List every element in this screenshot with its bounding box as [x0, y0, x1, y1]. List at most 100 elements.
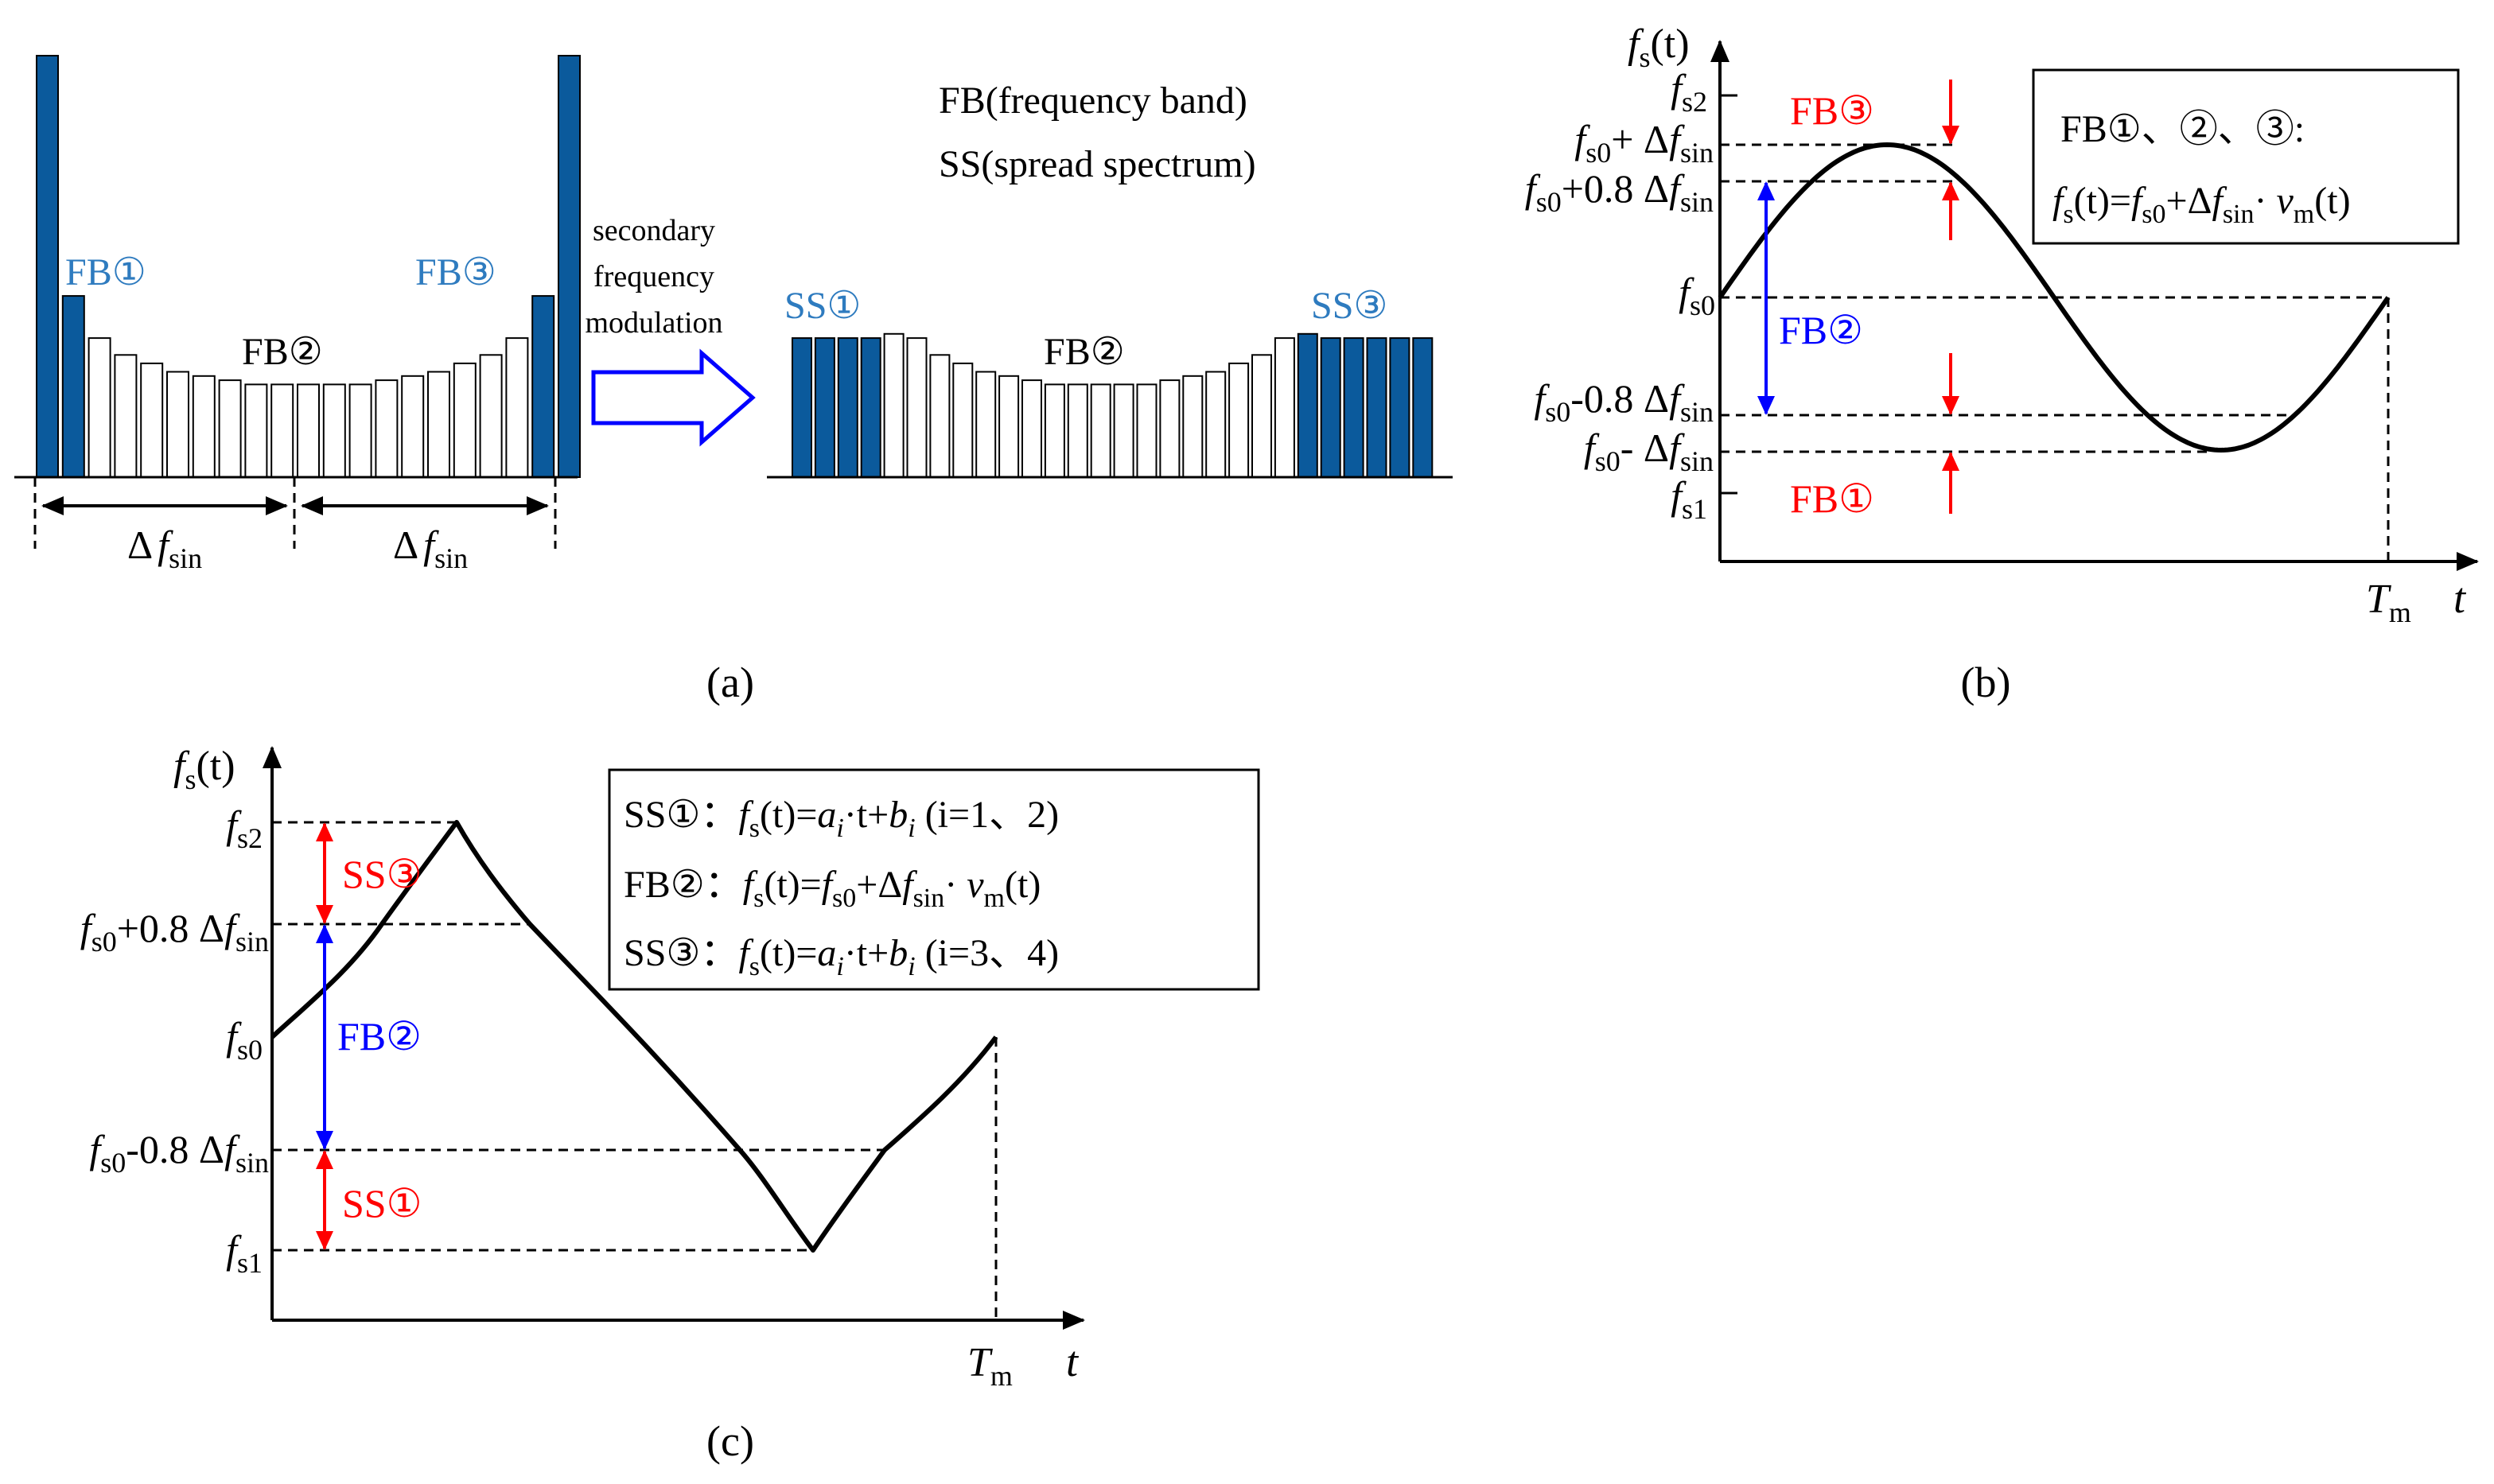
ss1-label-a: SS① — [784, 285, 861, 327]
right-spectrum-bar-14 — [1090, 383, 1111, 478]
left-spectrum-bar-9 — [244, 383, 268, 478]
left-spectrum-bar-18 — [479, 354, 503, 478]
right-spectrum-bar-24 — [1320, 337, 1341, 478]
right-spectrum-bar-22 — [1274, 337, 1295, 478]
right-spectrum-bar-13 — [1067, 383, 1088, 478]
b-tick-p08-label: fs0+0.8 Δfsin — [1525, 166, 1714, 218]
right-spectrum-bar-6 — [906, 337, 928, 478]
right-spectrum-bar-10 — [998, 375, 1020, 478]
c-tick-fs1-label: fs1 — [226, 1227, 263, 1279]
panel-c: fs(t) t Tm fs2 fs0+0.8 Δfsin fs0 fs0-0.8… — [80, 744, 1260, 1465]
b-sine-curve — [1718, 142, 2391, 453]
right-spectrum-bar-28 — [1412, 337, 1434, 478]
right-spectrum-bar-20 — [1228, 362, 1250, 478]
right-spectrum-bar-5 — [883, 332, 905, 478]
left-spectrum-bar-12 — [322, 383, 346, 478]
b-fb3-label: FB③ — [1790, 88, 1874, 133]
right-spectrum-bar-23 — [1297, 332, 1318, 478]
left-spectrum-bar-4 — [114, 354, 138, 478]
right-spectrum-bar-18 — [1182, 375, 1204, 478]
right-spectrum-bar-21 — [1251, 354, 1272, 478]
c-fb2-label: FB② — [337, 1014, 422, 1059]
b-equation-box — [2032, 68, 2460, 245]
left-spectrum-bar-13 — [348, 383, 372, 478]
b-tick-m08-label: fs0-0.8 Δfsin — [1534, 376, 1714, 428]
b-tick-fs2-label: fs2 — [1671, 66, 1707, 118]
fb1-label-a: FB① — [65, 251, 146, 293]
c-box-row3: SS③：fs(t)=ai·t+bi (i=3、4) — [624, 932, 1059, 981]
c-tm-label: Tm — [967, 1340, 1013, 1392]
right-spectrum-bar-12 — [1044, 383, 1065, 478]
right-spectrum-bar-9 — [975, 371, 997, 478]
right-spectrum-bar-11 — [1021, 379, 1042, 479]
fb2-label-a-left: FB② — [242, 331, 323, 373]
right-spectrum-bar-16 — [1136, 383, 1158, 478]
right-spectrum-bar-8 — [952, 362, 974, 478]
modulation-line-3: modulation — [585, 306, 722, 340]
b-tick-fs1-label: fs1 — [1671, 473, 1707, 525]
left-spectrum-bars — [36, 55, 581, 479]
right-spectrum-bar-27 — [1389, 337, 1410, 478]
c-ss3-label: SS③ — [342, 852, 422, 896]
ss3-label-a: SS③ — [1311, 285, 1387, 327]
legend-ss: SS(spread spectrum) — [939, 143, 1256, 185]
right-spectrum-bar-26 — [1366, 337, 1387, 478]
left-spectrum-bar-8 — [218, 379, 242, 479]
right-spectrum-bar-3 — [837, 337, 858, 478]
right-spectrum-bar-4 — [860, 337, 881, 478]
c-y-axis-label: fs(t) — [173, 744, 235, 795]
left-spectrum-bar-1 — [36, 55, 59, 478]
modulation-line-2: frequency — [593, 260, 714, 293]
left-spectrum-bar-10 — [270, 383, 294, 478]
caption-c: (c) — [706, 1417, 754, 1465]
right-spectrum-bar-19 — [1205, 371, 1227, 478]
fb3-label-a: FB③ — [415, 251, 496, 293]
fb2-label-a-right: FB② — [1044, 331, 1125, 373]
left-spectrum-bar-20 — [531, 295, 555, 478]
left-spectrum-bar-11 — [297, 383, 320, 478]
b-tick-fs0-label: fs0 — [1679, 270, 1715, 321]
right-spectrum-bar-2 — [814, 337, 835, 478]
c-box-row2: FB②：fs(t)=fs0+Δfsin· vm(t) — [624, 864, 1041, 913]
caption-b: (b) — [1961, 658, 2011, 706]
c-box-row1: SS①：fs(t)=ai·t+bi (i=1、2) — [624, 794, 1059, 843]
b-fb2-label: FB② — [1779, 308, 1863, 352]
c-ss1-label: SS① — [342, 1181, 422, 1226]
panel-b: fs(t) t Tm fs2 fs0+ Δfsin fs0+0.8 Δfsin … — [1525, 21, 2479, 706]
b-fb1-label: FB① — [1790, 476, 1874, 521]
left-spectrum-bar-15 — [401, 375, 425, 478]
modulation-arrow — [591, 348, 756, 447]
caption-a: (a) — [706, 658, 754, 706]
left-spectrum-bar-7 — [192, 375, 216, 478]
c-equation-box — [608, 768, 1260, 991]
b-tm-label: Tm — [2366, 577, 2411, 628]
legend-fb: FB(frequency band) — [939, 80, 1247, 122]
c-tick-p08-label: fs0+0.8 Δfsin — [80, 906, 269, 958]
right-spectrum-bar-17 — [1159, 379, 1181, 479]
modulation-line-1: secondary — [593, 214, 715, 247]
left-spectrum-bar-21 — [558, 55, 581, 478]
c-tick-m08-label: fs0-0.8 Δfsin — [89, 1127, 269, 1179]
right-spectrum-bars — [792, 332, 1434, 479]
b-tick-max-label: fs0+ Δfsin — [1574, 117, 1714, 169]
c-tick-fs2-label: fs2 — [226, 802, 263, 854]
left-spectrum-bar-19 — [505, 337, 529, 478]
c-tick-fs0-label: fs0 — [226, 1014, 263, 1066]
left-spectrum-bar-2 — [61, 295, 85, 478]
left-spectrum-bar-3 — [88, 337, 111, 478]
left-spectrum-bar-6 — [166, 371, 189, 478]
left-spectrum-bar-16 — [427, 371, 450, 478]
right-spectrum-bar-25 — [1343, 337, 1364, 478]
right-spectrum-bar-15 — [1113, 383, 1134, 478]
right-spectrum-bar-7 — [929, 354, 951, 478]
b-tick-min-label: fs0- Δfsin — [1584, 425, 1714, 477]
b-x-axis-label: t — [2453, 574, 2467, 622]
right-spectrum-bar-1 — [792, 337, 812, 478]
c-modulation-curve — [270, 820, 998, 1253]
b-box-line1: FB①、②、③: — [2060, 108, 2305, 150]
left-spectrum-bar-17 — [453, 362, 477, 478]
